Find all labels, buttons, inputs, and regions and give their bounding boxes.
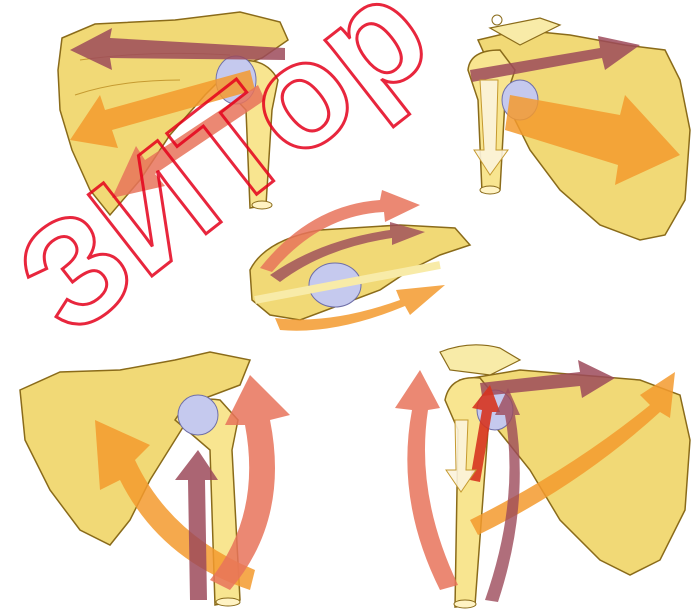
panel-top-right xyxy=(468,15,690,240)
panel-bottom-left xyxy=(20,352,290,606)
panel-center xyxy=(250,190,470,331)
panel-bottom-right xyxy=(395,345,690,608)
panel-top-left xyxy=(58,12,288,215)
